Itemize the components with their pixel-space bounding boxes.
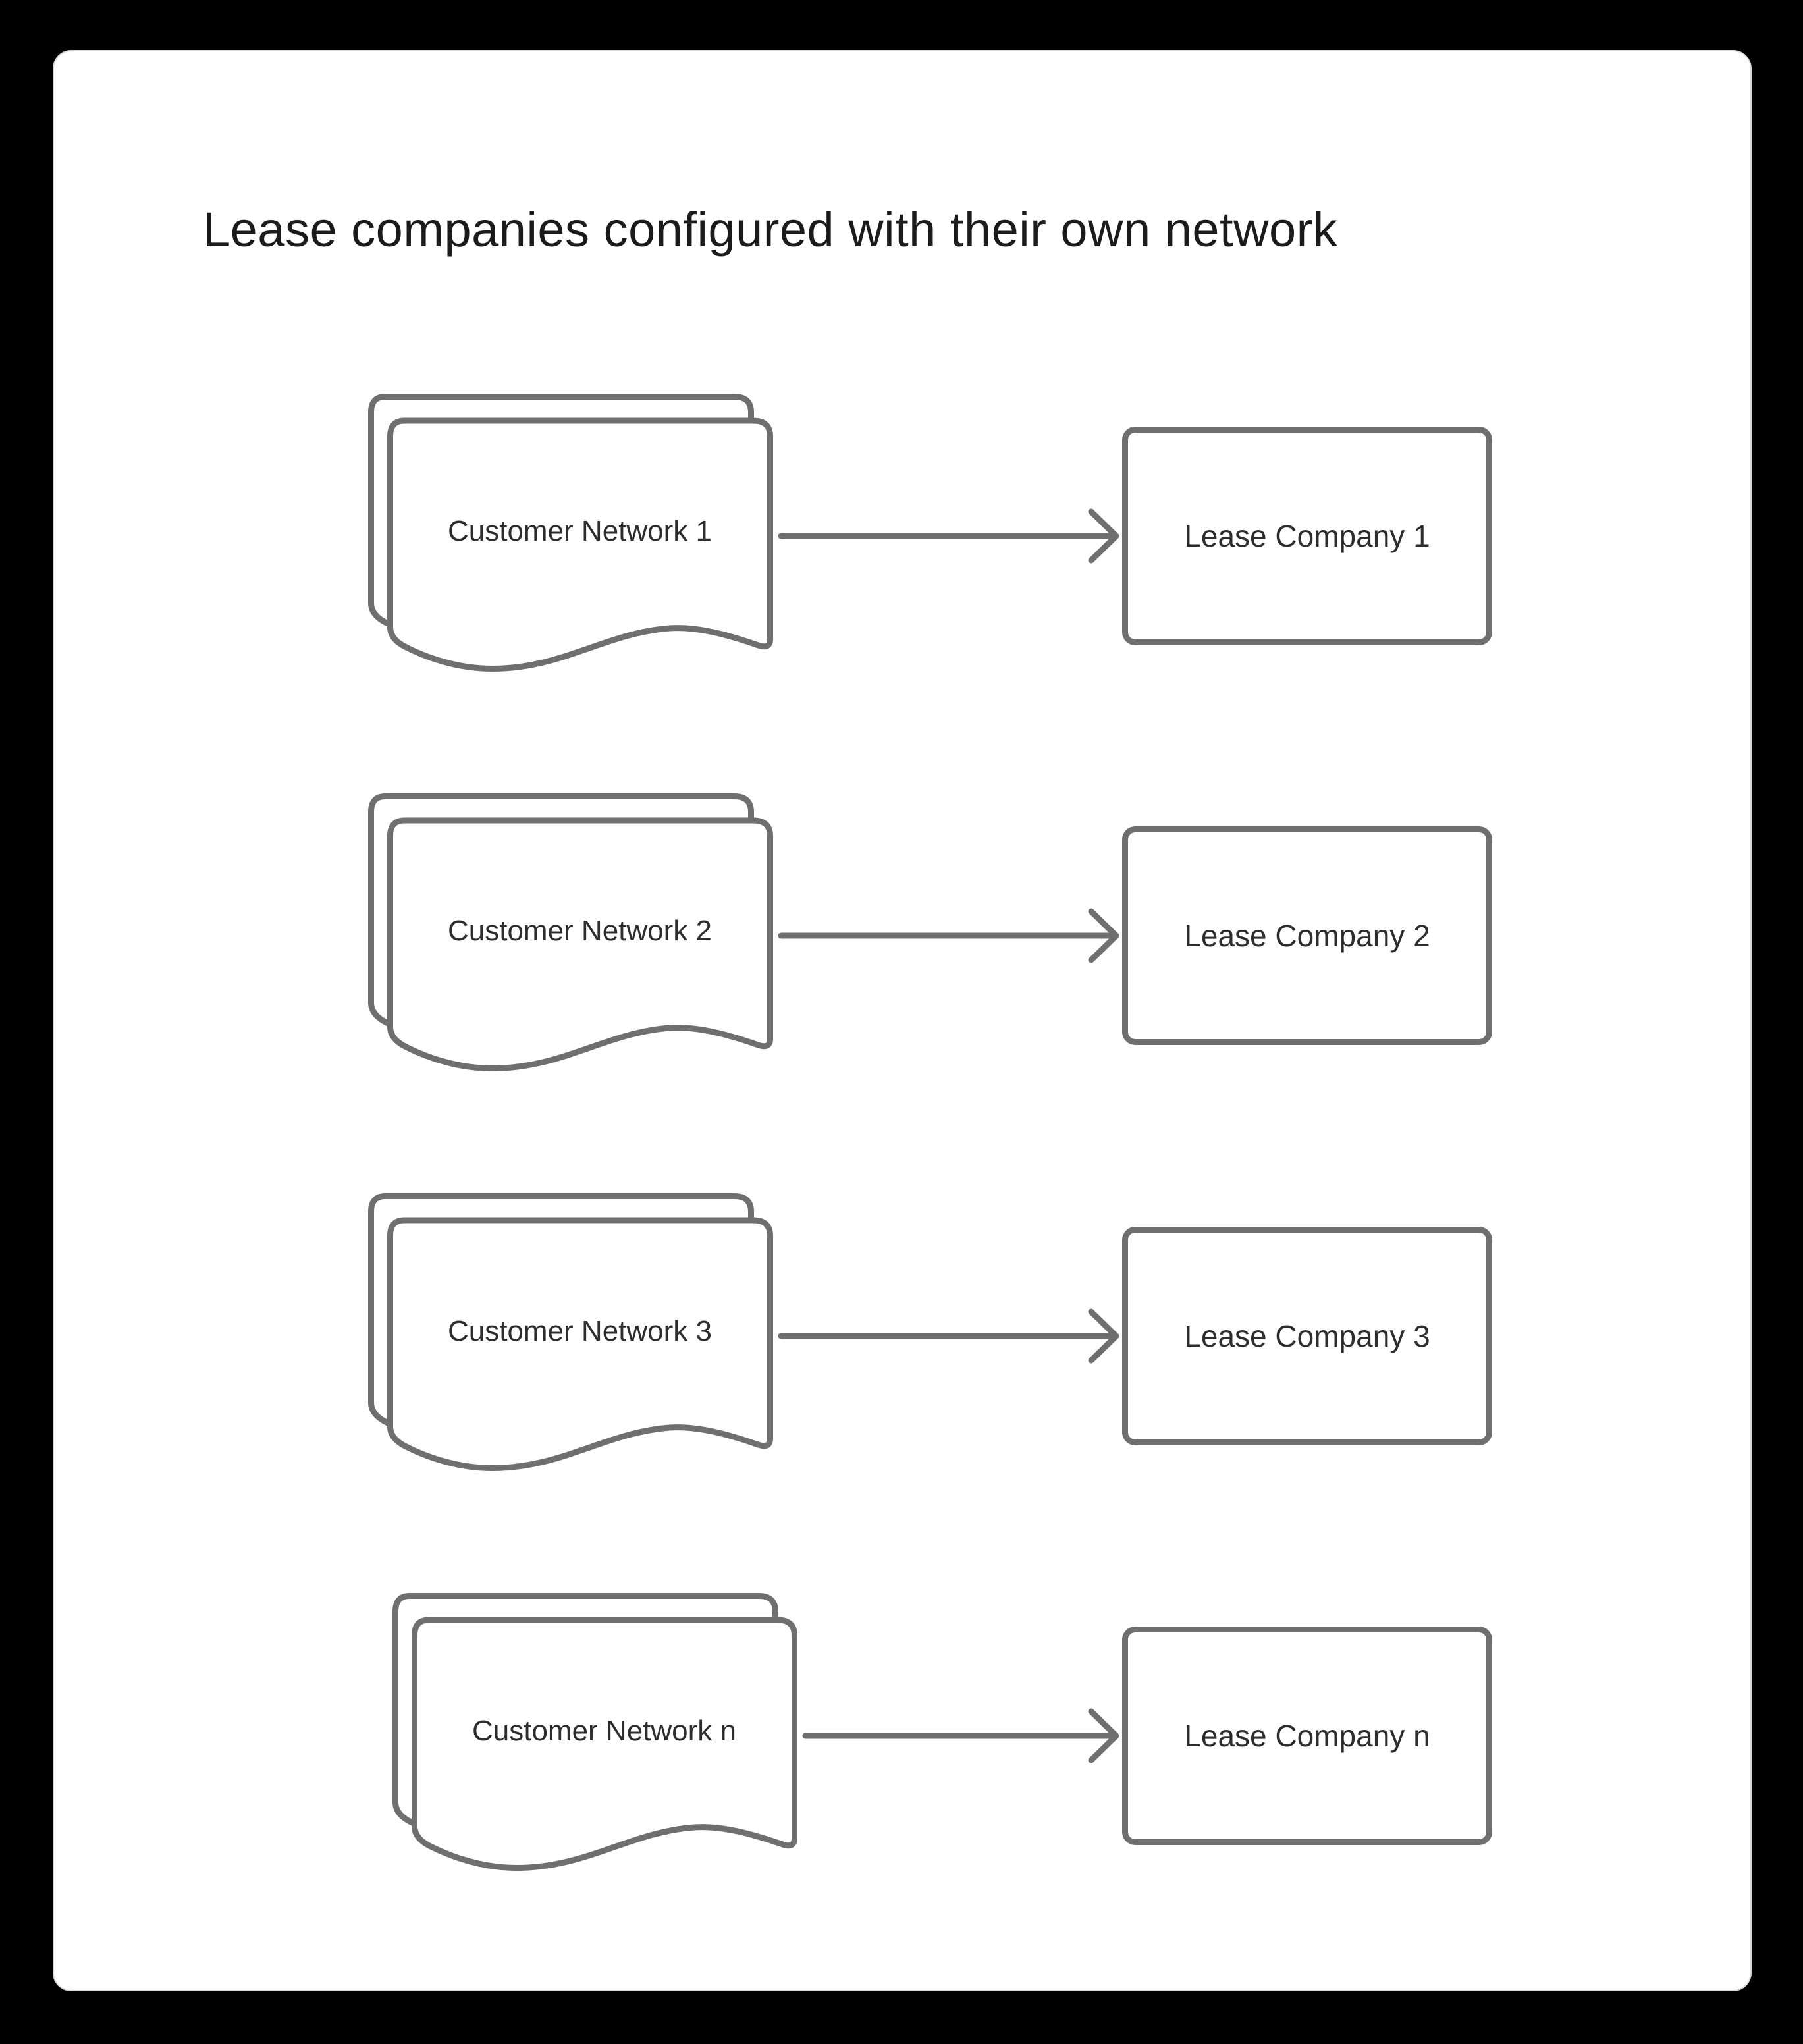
- lease-company-label: Lease Company 2: [1184, 919, 1430, 953]
- arrow-icon: [778, 1308, 1119, 1364]
- document-front-page: [387, 417, 773, 672]
- lease-company-box: Lease Company 3: [1122, 1227, 1492, 1445]
- arrow-icon: [778, 508, 1119, 564]
- document-front-page: [387, 1217, 773, 1471]
- document-front-page: [387, 817, 773, 1071]
- document-stack-shape: [392, 1593, 797, 1871]
- lease-company-box: Lease Company 1: [1122, 427, 1492, 645]
- lease-company-box: Lease Company 2: [1122, 826, 1492, 1045]
- arrow-icon: [802, 1708, 1119, 1763]
- lease-company-label: Lease Company 1: [1184, 519, 1430, 553]
- arrow-icon: [778, 908, 1119, 963]
- lease-company-box: Lease Company n: [1122, 1627, 1492, 1845]
- diagram-card: Lease companies configured with their ow…: [54, 51, 1750, 1990]
- document-stack-shape: [368, 1193, 773, 1471]
- document-front-page: [412, 1617, 797, 1871]
- customer-network-label: Customer Network 1: [447, 515, 712, 547]
- page-title: Lease companies configured with their ow…: [203, 202, 1338, 257]
- customer-network-label: Customer Network n: [471, 1715, 736, 1747]
- lease-company-label: Lease Company n: [1184, 1719, 1430, 1753]
- lease-company-label: Lease Company 3: [1184, 1319, 1430, 1353]
- document-stack-shape: [368, 394, 773, 672]
- document-stack-shape: [368, 793, 773, 1071]
- customer-network-label: Customer Network 3: [447, 1315, 712, 1347]
- customer-network-label: Customer Network 2: [447, 915, 712, 947]
